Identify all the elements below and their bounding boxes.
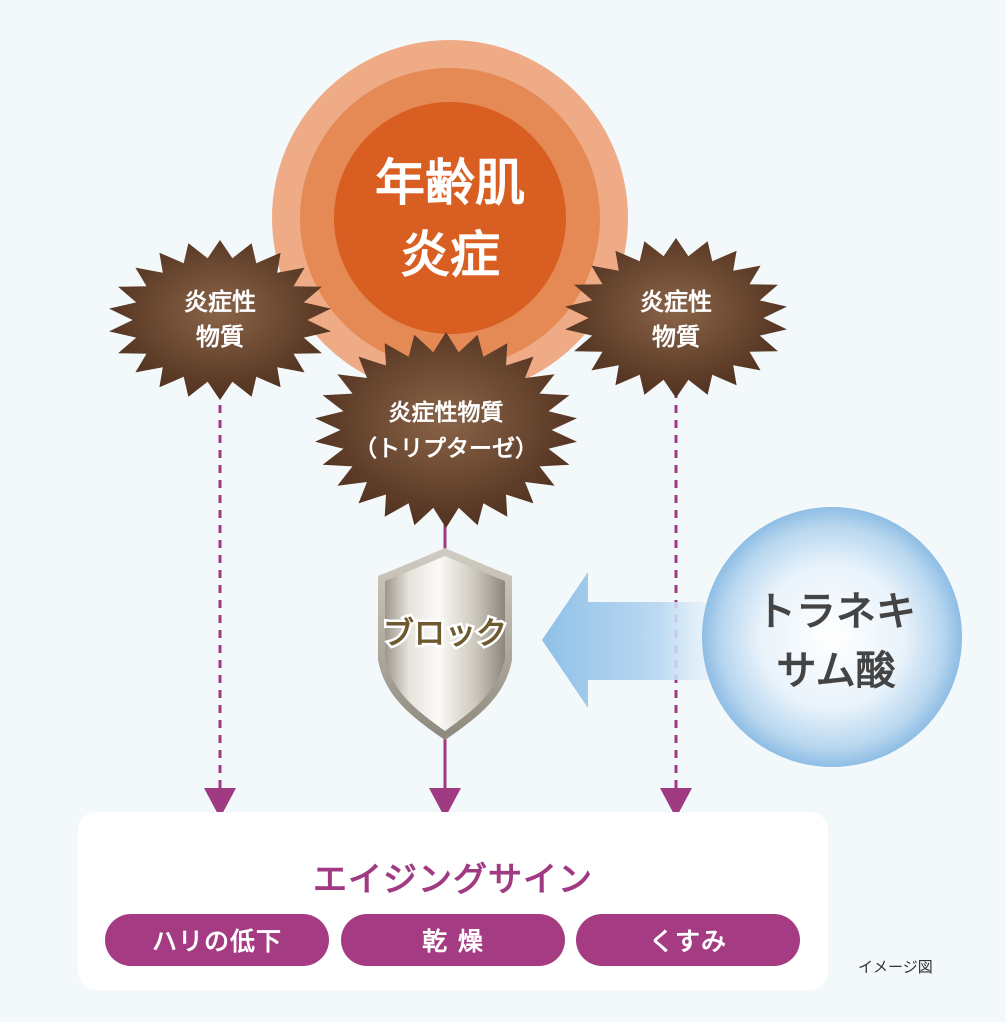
agent-circle (702, 507, 962, 767)
center-burst-shape (315, 332, 577, 528)
aging-inflammation-core: 年齢肌 炎症 (272, 40, 628, 396)
blocking-arrow-shape (542, 572, 712, 708)
right-inflammatory-burst: 炎症性 物質 (565, 238, 787, 398)
left-burst-line1: 炎症性 (184, 288, 256, 316)
blocking-arrow (542, 572, 712, 708)
left-arrowhead (204, 788, 236, 818)
block-shield: ブロック (378, 548, 512, 740)
image-caption: イメージ図 (858, 958, 933, 976)
left-inflammatory-burst: 炎症性 物質 (109, 240, 331, 400)
right-burst-line1: 炎症性 (640, 288, 712, 316)
left-burst-line2: 物質 (196, 323, 244, 351)
right-dashed-arrow (660, 390, 692, 818)
right-burst-line2: 物質 (652, 323, 700, 351)
aging-signs-title: エイジングサイン (313, 860, 593, 900)
core-label-line1: 年齢肌 (375, 154, 525, 212)
sign-badge-dullness: くすみ (576, 914, 800, 966)
agent-label-line2: サム酸 (776, 648, 896, 694)
core-inner-circle (334, 102, 566, 334)
center-arrowhead (429, 788, 461, 818)
agent-label-line1: トラネキ (756, 589, 916, 635)
center-tryptase-burst: 炎症性物質 （トリプターゼ） (315, 332, 577, 528)
right-burst-shape (565, 238, 787, 398)
sign-badge-dryness: 乾 燥 (341, 914, 565, 966)
right-arrowhead (660, 788, 692, 818)
left-burst-shape (109, 240, 331, 400)
shield-icon (385, 556, 505, 731)
aging-signs-panel: エイジングサイン ハリの低下 乾 燥 くすみ (78, 812, 828, 990)
core-label-line2: 炎症 (400, 226, 500, 284)
left-dashed-arrow (204, 390, 236, 818)
center-burst-line2: （トリプターゼ） (354, 435, 538, 462)
center-burst-line1: 炎症性物質 (389, 399, 504, 426)
shield-label: ブロック (383, 616, 507, 652)
tranexamic-acid-circle: トラネキ サム酸 (702, 507, 962, 767)
sign-badge-firmness-loss: ハリの低下 (105, 914, 329, 966)
